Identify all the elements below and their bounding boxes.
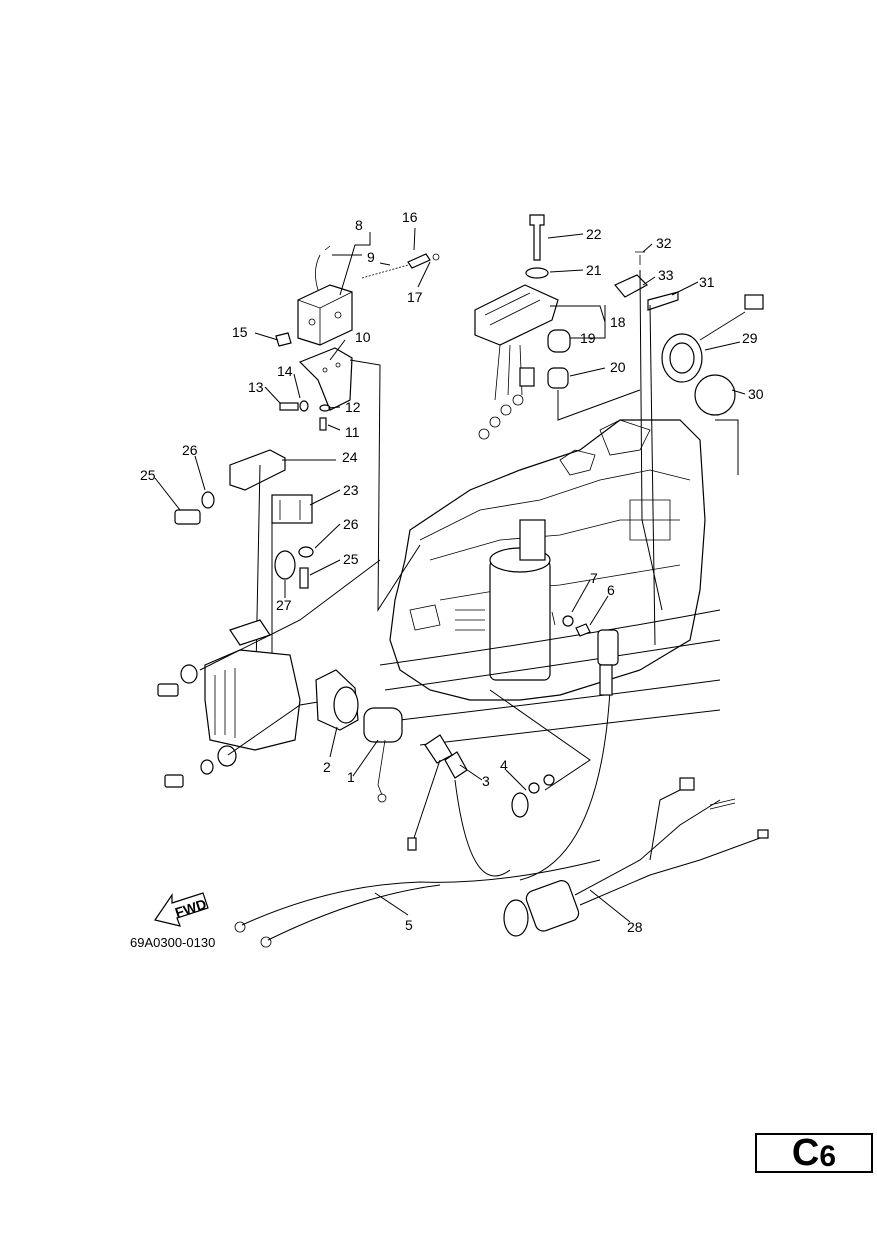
callout-1: 1 (347, 769, 355, 785)
part-2-boot (315, 669, 359, 731)
framing-lines (349, 359, 739, 791)
callout-17: 17 (407, 289, 423, 305)
callout-24: 24 (342, 449, 358, 465)
callout-9: 9 (367, 249, 375, 265)
callout-18: 18 (610, 314, 626, 330)
callout-29: 29 (742, 330, 758, 346)
callout-3: 3 (482, 773, 490, 789)
part-29-grommet (614, 251, 764, 646)
callout-26: 26 (182, 442, 198, 458)
callout-31: 31 (699, 274, 715, 290)
callout-23: 23 (343, 482, 359, 498)
callout-22: 22 (586, 226, 602, 242)
part-1-relay (363, 707, 403, 803)
callout-16: 16 (402, 209, 418, 225)
callout-8: 8 (355, 217, 363, 233)
part-8-box (297, 245, 440, 346)
part-3-5-cables (234, 629, 619, 948)
callout-26b: 26 (343, 516, 359, 532)
callout-labels: 1 2 3 4 5 6 7 8 9 10 11 12 13 14 15 16 1… (140, 209, 764, 935)
leader-lines (154, 227, 746, 923)
callout-25b: 25 (343, 551, 359, 567)
callout-2: 2 (323, 759, 331, 775)
part-18-rectifier (474, 214, 571, 440)
part-6-7 (551, 611, 591, 637)
callout-14: 14 (277, 363, 293, 379)
callout-25: 25 (140, 467, 156, 483)
part-10-bracket (275, 332, 353, 431)
page-marker: C 6 (755, 1131, 873, 1174)
callout-15: 15 (232, 324, 248, 340)
page-marker-letter: C (791, 1131, 820, 1174)
callout-30: 30 (748, 386, 764, 402)
part-28-harness (503, 777, 769, 937)
fwd-label: FWD (173, 896, 208, 921)
callout-21: 21 (586, 262, 602, 278)
callout-13: 13 (248, 379, 264, 395)
left-bracket-assembly (157, 559, 381, 788)
drawing-code: 69A0300-0130 (130, 935, 215, 950)
callout-32: 32 (656, 235, 672, 251)
callout-7: 7 (590, 570, 598, 586)
callout-10: 10 (355, 329, 371, 345)
callout-12: 12 (345, 399, 361, 415)
callout-33: 33 (658, 267, 674, 283)
callout-20: 20 (610, 359, 626, 375)
callout-6: 6 (607, 582, 615, 598)
part-23-27-group (174, 449, 314, 721)
callout-11: 11 (345, 424, 360, 440)
engine-block (379, 419, 721, 746)
page-marker-number: 6 (819, 1140, 837, 1173)
callout-27: 27 (276, 597, 292, 613)
callout-5: 5 (405, 917, 413, 933)
callout-19: 19 (580, 330, 596, 346)
callout-28: 28 (627, 919, 643, 935)
callout-4: 4 (500, 757, 508, 773)
fwd-arrow: FWD (154, 892, 209, 927)
